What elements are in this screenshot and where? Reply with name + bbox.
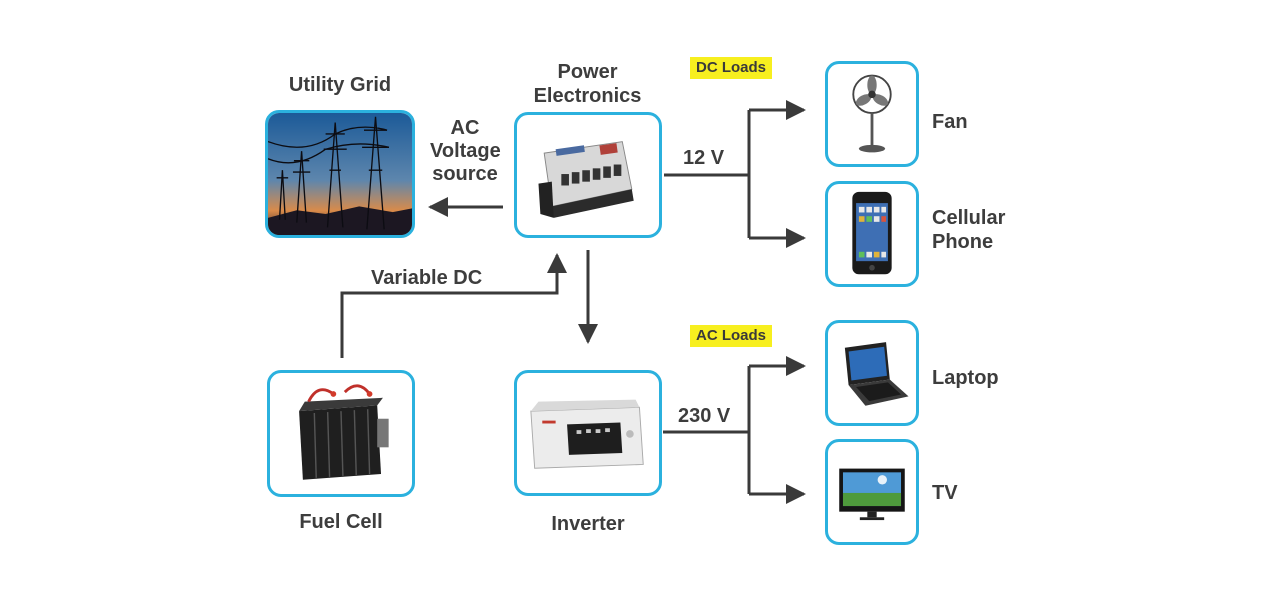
laptop-label: Laptop: [932, 367, 999, 389]
power-electronics-label-line1: Power: [557, 61, 618, 83]
inverter-box: [514, 370, 662, 496]
ac-loads-tag: AC Loads: [690, 325, 773, 347]
arrow-variable-dc: [340, 253, 567, 358]
dc-voltage-label: 12 V: [683, 147, 725, 169]
variable-dc-label: Variable DC: [371, 267, 483, 289]
utility-grid-label: Utility Grid: [288, 74, 392, 96]
cellular-phone-label-line2: Phone: [932, 231, 994, 253]
tv-image: [839, 468, 905, 521]
inverter-image: [530, 399, 644, 469]
power-electronics-box: [514, 112, 662, 238]
phone-image: [852, 191, 892, 275]
cellular-phone-label-line1: Cellular: [932, 207, 1006, 229]
dc-loads-tag: DC Loads: [690, 57, 773, 79]
cellular-phone-box: [825, 181, 919, 287]
utility-grid-box: [265, 110, 415, 238]
tv-label: TV: [932, 482, 958, 504]
fuel-cell-image: [299, 384, 389, 480]
inverter-label: Inverter: [551, 513, 625, 535]
ac-voltage-value-label: 230 V: [678, 405, 731, 427]
power-electronics-label-line2: Electronics: [533, 85, 642, 107]
laptop-image: [844, 342, 909, 406]
fan-box: [825, 61, 919, 167]
laptop-box: [825, 320, 919, 426]
fuel-cell-box: [267, 370, 415, 497]
tv-box: [825, 439, 919, 545]
fan-label: Fan: [932, 111, 968, 133]
ac-voltage-label-line3: source: [432, 163, 498, 185]
power-lines-image: [268, 113, 412, 235]
fuel-cell-label: Fuel Cell: [299, 511, 383, 533]
fan-image: [852, 74, 892, 153]
ac-voltage-label-line2: Voltage: [430, 140, 501, 162]
charge-controller-image: [538, 141, 634, 218]
ac-voltage-label-line1: AC: [450, 117, 480, 139]
